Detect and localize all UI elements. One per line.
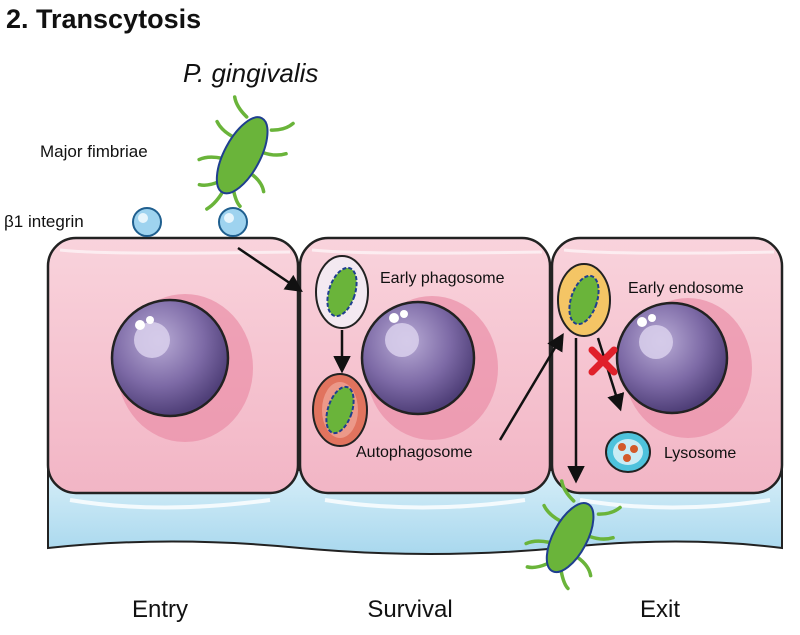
autophagosome-label: Autophagosome xyxy=(356,444,473,461)
x-mark-icon xyxy=(588,346,618,376)
bacterium-icon xyxy=(524,479,622,591)
stage-label-survival: Survival xyxy=(367,596,452,623)
stage-label-entry: Entry xyxy=(132,596,188,623)
nucleus xyxy=(615,301,729,415)
cell-entry xyxy=(46,236,300,495)
bacterium-icon xyxy=(197,95,295,211)
early-endosome xyxy=(557,263,611,337)
lysosome xyxy=(605,431,651,473)
stage-label-exit: Exit xyxy=(640,596,680,623)
integrin-receptor xyxy=(218,207,248,237)
early-endosome-label: Early endosome xyxy=(628,280,744,297)
integrin-receptor xyxy=(132,207,162,237)
entry-arrow xyxy=(237,246,303,292)
autophagosome xyxy=(312,373,368,447)
major-fimbriae-label: Major fimbriae xyxy=(40,142,148,161)
cell-survival xyxy=(298,236,552,495)
bacterium-name: P. gingivalis xyxy=(183,58,318,88)
figure-title: 2. Transcytosis xyxy=(6,4,201,34)
nucleus xyxy=(110,298,230,418)
endosome-to-lysosome-arrow xyxy=(596,337,625,412)
early-phagosome xyxy=(315,255,369,329)
early-phagosome-label: Early phagosome xyxy=(380,270,505,287)
survival-to-exit-arrow xyxy=(498,332,564,441)
lysosome-label: Lysosome xyxy=(664,445,736,462)
cell-exit xyxy=(550,236,784,495)
integrin-label: β1 integrin xyxy=(4,212,84,231)
nucleus xyxy=(360,300,476,416)
